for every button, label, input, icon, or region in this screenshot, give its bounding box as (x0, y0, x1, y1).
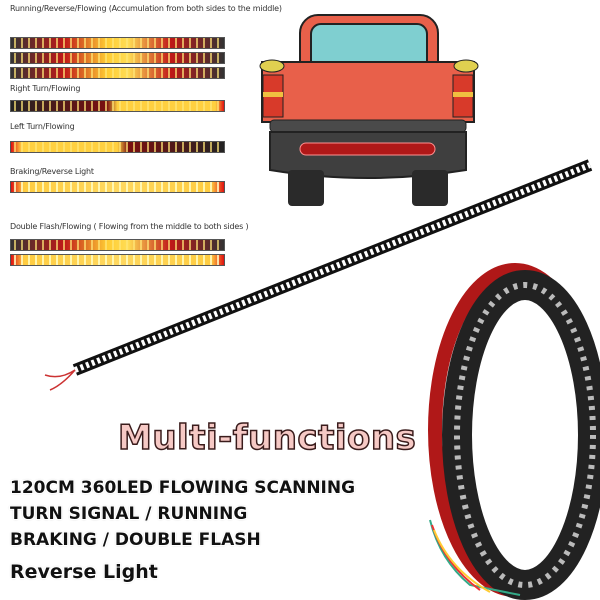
mode-label-double-flash: Double Flash/Flowing ( Flowing from the … (10, 222, 249, 231)
feature-line-3: BRAKING / DOUBLE FLASH (10, 530, 261, 550)
led-bar-left-turn (10, 141, 225, 153)
led-bar-double-flash-1 (10, 239, 225, 251)
feature-line-1: 120CM 360LED FLOWING SCANNING (10, 478, 356, 498)
feature-line-4: Reverse Light (10, 561, 158, 583)
led-bar-double-flash-2 (10, 254, 225, 266)
mode-label-left-turn: Left Turn/Flowing (10, 122, 75, 131)
led-bar-right-turn (10, 100, 225, 112)
mode-label-braking: Braking/Reverse Light (10, 167, 94, 176)
led-bar-braking (10, 181, 225, 193)
led-bar-running-3 (10, 67, 225, 79)
mode-label-running: Running/Reverse/Flowing (Accumulation fr… (10, 4, 282, 13)
headline: Multi-functions (117, 417, 417, 459)
led-bar-running-1 (10, 37, 225, 49)
mode-label-right-turn: Right Turn/Flowing (10, 84, 81, 93)
led-strip-straight (44, 159, 593, 391)
led-strip-coil (428, 263, 600, 600)
feature-line-2: TURN SIGNAL / RUNNING (10, 504, 248, 524)
truck-rear-illustration (259, 14, 479, 206)
led-bar-running-2 (10, 52, 225, 64)
